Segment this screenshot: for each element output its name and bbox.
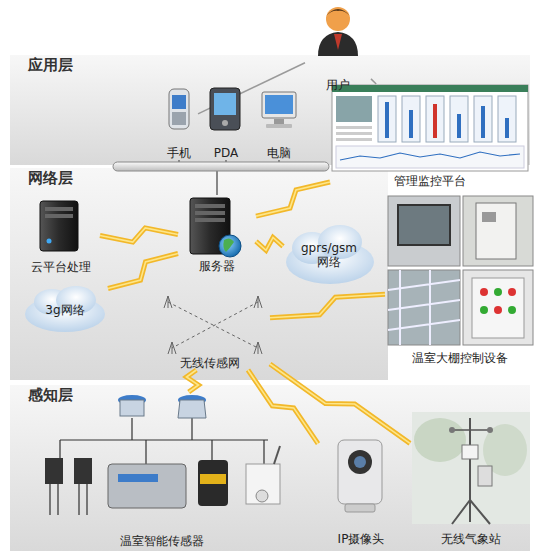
pda-icon xyxy=(210,88,240,130)
node-label: gprs/gsm 网络 xyxy=(298,241,360,269)
node-label: 无线传感网 xyxy=(180,356,240,370)
node-label: 云平台处理 xyxy=(31,260,91,274)
node-label: 无线气象站 xyxy=(441,532,501,546)
node-label: 温室智能传感器 xyxy=(120,534,204,548)
node-label: IP摄像头 xyxy=(338,532,385,546)
weather-station-illustration xyxy=(412,412,530,524)
node-label: 手机 xyxy=(167,146,191,160)
layer-heading: 应用层 xyxy=(28,58,73,72)
user-icon xyxy=(318,7,358,56)
node-label: 用户 xyxy=(326,78,350,92)
control-equipment-photos xyxy=(388,196,533,345)
layer-heading: 感知层 xyxy=(28,388,73,402)
layer-heading: 网络层 xyxy=(28,171,73,185)
node-label: 温室大棚控制设备 xyxy=(412,351,508,365)
node-label: 服务器 xyxy=(199,259,235,273)
node-label: 3g网络 xyxy=(45,303,84,317)
bus-tube xyxy=(113,162,329,171)
ip-camera-illustration xyxy=(338,440,382,512)
monitor-platform-screenshot xyxy=(332,85,528,171)
node-label: 管理监控平台 xyxy=(394,174,466,188)
node-label: PDA xyxy=(214,146,238,160)
cloud-server-icon xyxy=(40,201,78,251)
phone-icon xyxy=(169,89,189,129)
node-label: 电脑 xyxy=(267,146,291,160)
